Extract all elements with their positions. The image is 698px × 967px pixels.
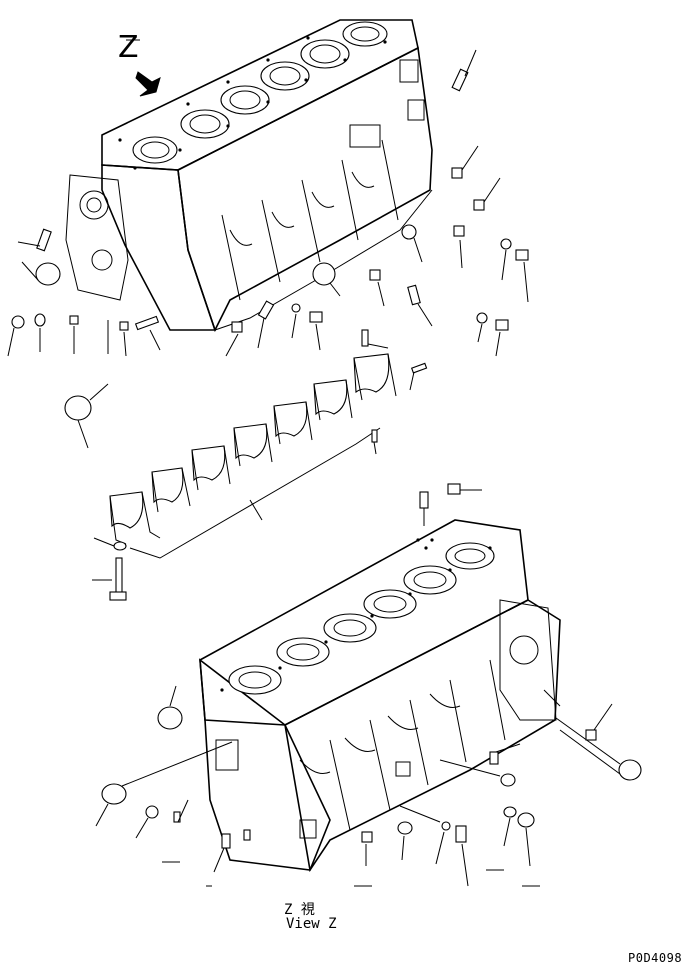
view-caption-japanese: Z 視 bbox=[284, 902, 315, 918]
main-bearing-caps bbox=[92, 329, 428, 601]
view-caption-english: View Z bbox=[286, 916, 337, 932]
view-direction-arrow bbox=[126, 39, 161, 97]
view-letter-label: Z bbox=[118, 30, 139, 65]
drawing-code: P0D4098 bbox=[628, 951, 683, 965]
cylinder-block-top bbox=[65, 19, 433, 333]
cylinder-block-bottom bbox=[199, 519, 561, 873]
loose-parts-bottom bbox=[95, 483, 642, 887]
loose-parts-top bbox=[7, 49, 529, 449]
